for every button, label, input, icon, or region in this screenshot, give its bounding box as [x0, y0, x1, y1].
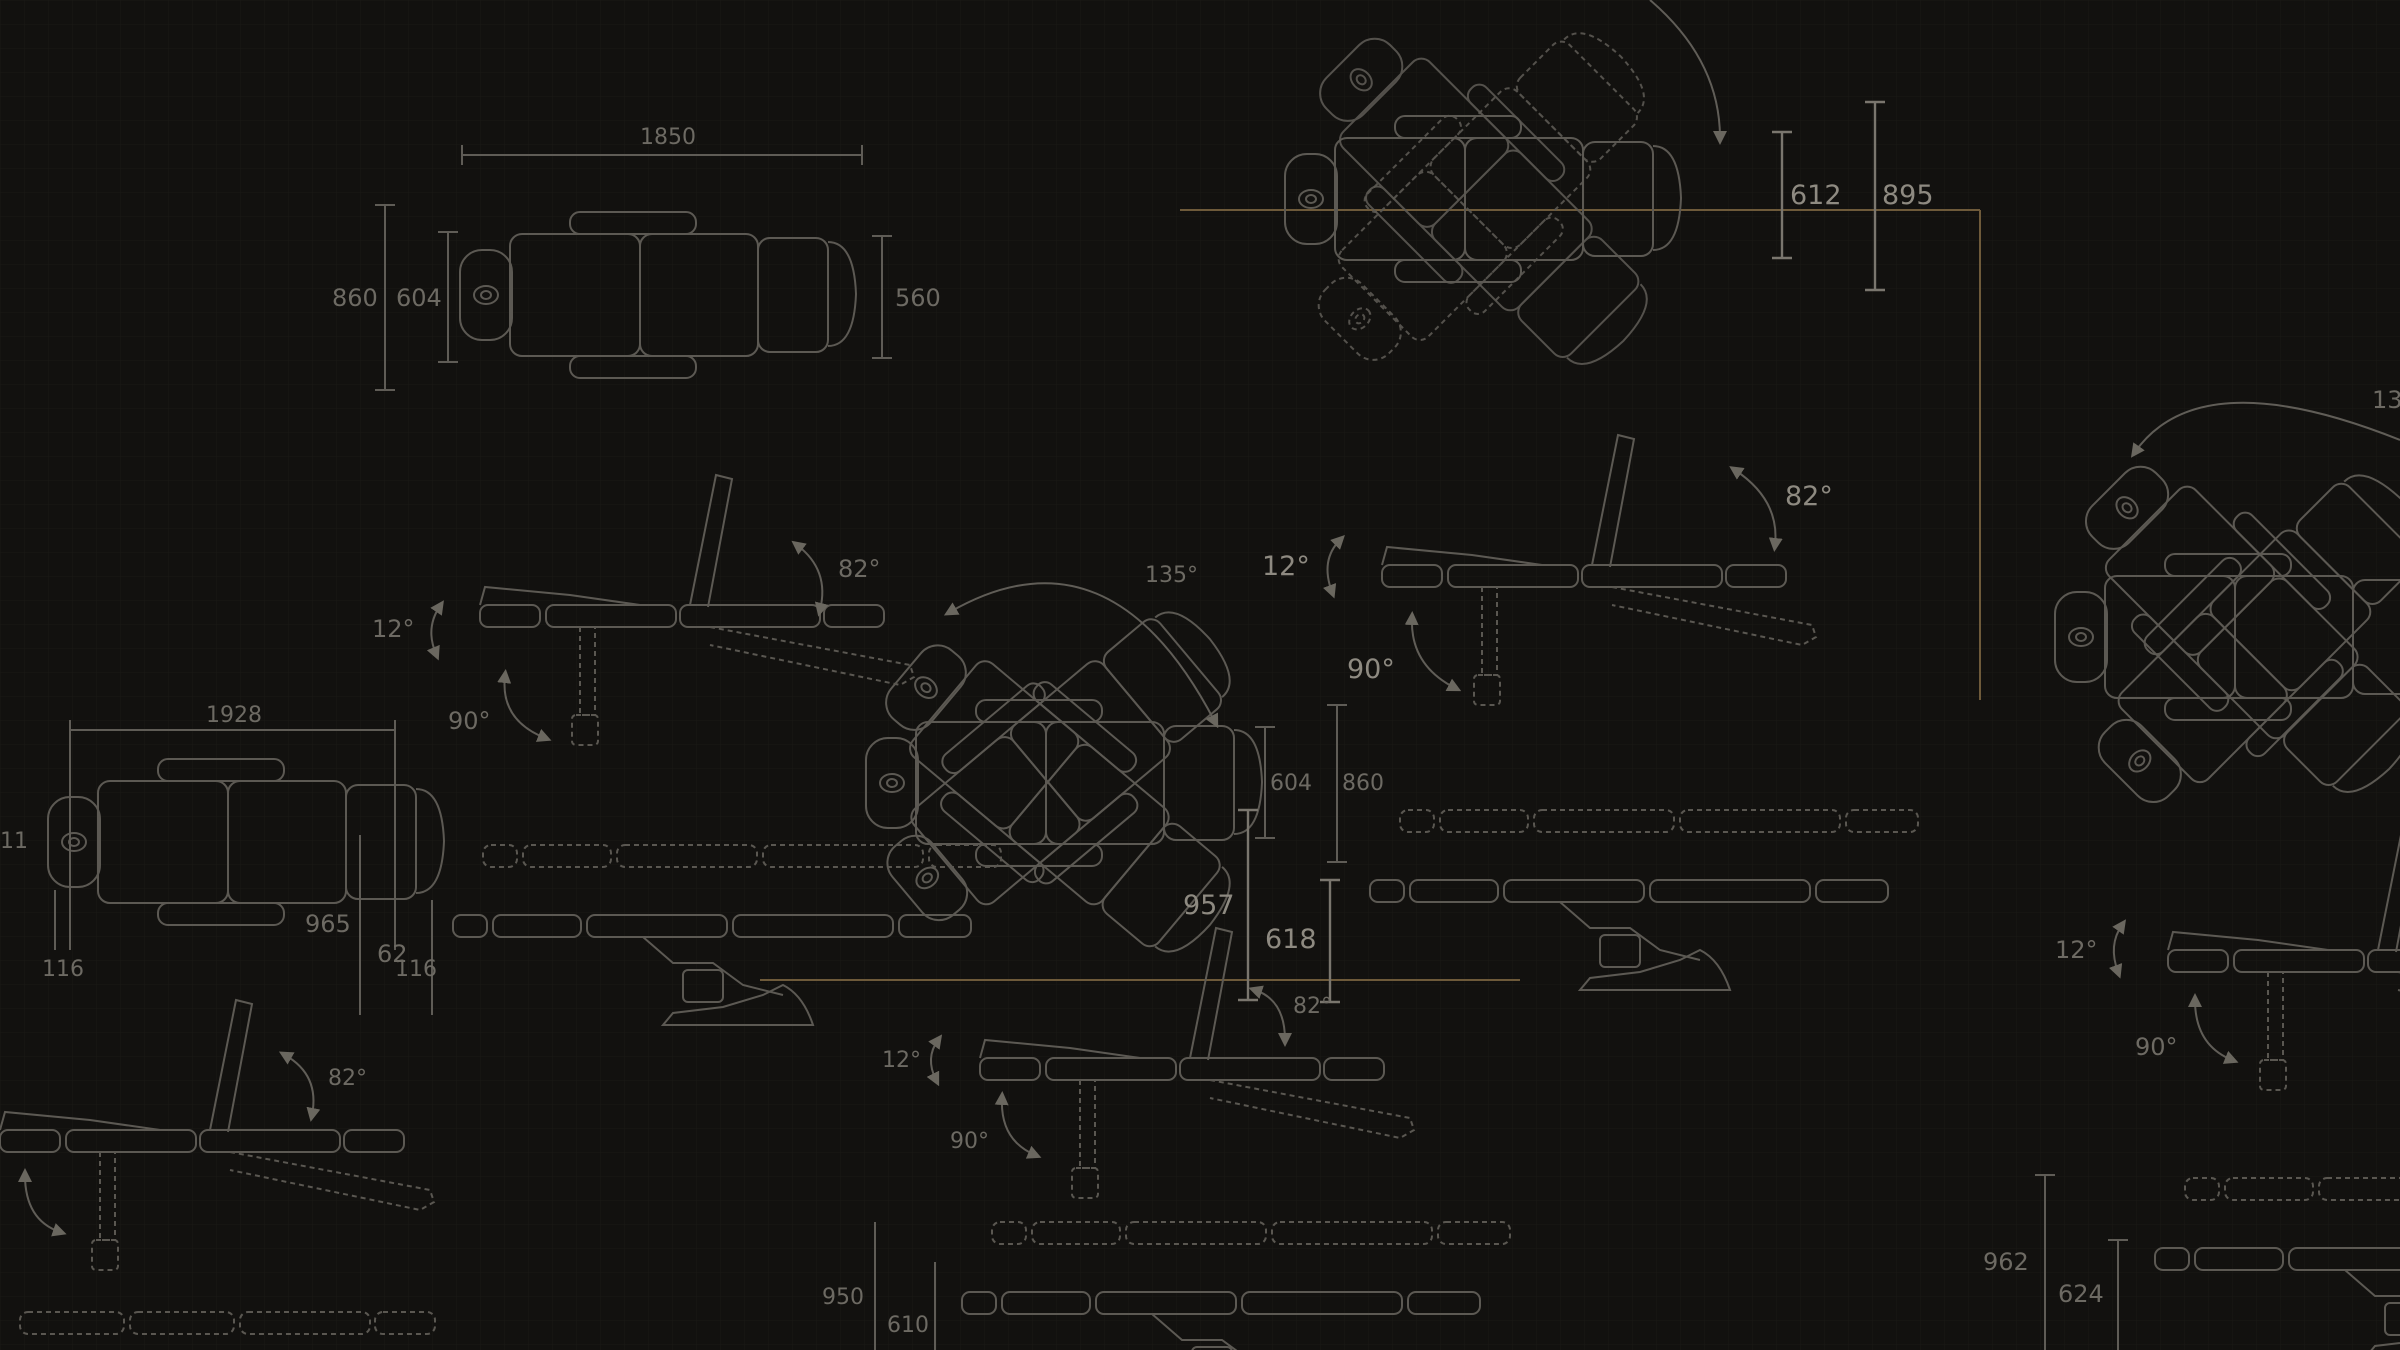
far-right-plan-view: 13: [2048, 386, 2400, 840]
dim-612: 612: [1790, 180, 1842, 211]
left-side-view: 82° 12° 90°: [372, 474, 915, 746]
dim-116a: 116: [42, 957, 84, 982]
dim-604-left: 604: [396, 284, 442, 312]
dim-116b: 116: [395, 957, 437, 982]
dim-135: 135°: [1145, 563, 1198, 588]
bottom-center-side-view: 12° 90°: [882, 927, 1415, 1199]
bottom-left-side-view: 82°: [0, 999, 435, 1271]
label-82-right: 82°: [1785, 481, 1833, 512]
dim-860-left: 860: [332, 284, 378, 312]
bottom-right-flat-view: 962 624: [1983, 1174, 2400, 1350]
label-12-right: 12°: [1262, 551, 1310, 582]
dim-624: 624: [2058, 1280, 2104, 1308]
dim-860-center: 860: [1342, 771, 1384, 796]
dim-1928: 1928: [206, 703, 262, 728]
dim-950: 950: [822, 1285, 864, 1310]
guide-lines: [760, 209, 1981, 981]
label-90-left: 90°: [448, 707, 491, 735]
label-12-far-right: 12°: [2055, 936, 2098, 964]
dim-560: 560: [895, 284, 941, 312]
top-center-plan-view: 612 895: [1281, 0, 1934, 402]
dim-13: 13: [2372, 386, 2400, 414]
label-12-bottom: 12°: [882, 1048, 921, 1073]
bottom-center-flat-view: 950 610: [822, 1221, 1511, 1350]
dim-962: 962: [1983, 1248, 2029, 1276]
dim-895: 895: [1882, 180, 1934, 211]
left-plan-view: 1928 11 965 62 116 116: [0, 703, 445, 1015]
dim-1850: 1850: [640, 125, 696, 150]
right-side-view: 82° 12° 90°: [1262, 434, 1833, 706]
bottom-left-flat-view: [19, 1311, 436, 1335]
dim-610: 610: [887, 1313, 929, 1338]
label-82-bottom-left: 82°: [328, 1066, 367, 1091]
label-82-left: 82°: [838, 555, 881, 583]
label-12-left: 12°: [372, 615, 415, 643]
far-right-side-view: 12° 90°: [2055, 819, 2400, 1091]
top-left-plan-view: 1850 860 604 560: [332, 125, 941, 391]
center-dimensions: 604 860 957 618 82°: [1183, 704, 1384, 1047]
dim-604-center: 604: [1270, 771, 1312, 796]
dim-957: 957: [1183, 890, 1235, 921]
dim-965: 965: [305, 910, 351, 938]
center-plan-view: 135°: [851, 563, 1266, 991]
dim-618: 618: [1265, 924, 1317, 955]
dim-11: 11: [0, 829, 28, 854]
dim-62x: 62: [377, 940, 408, 968]
label-82-center: 82°: [1293, 994, 1332, 1019]
label-90-right: 90°: [1347, 654, 1395, 685]
label-90-far-right: 90°: [2135, 1033, 2178, 1061]
label-90-bottom: 90°: [950, 1129, 989, 1154]
